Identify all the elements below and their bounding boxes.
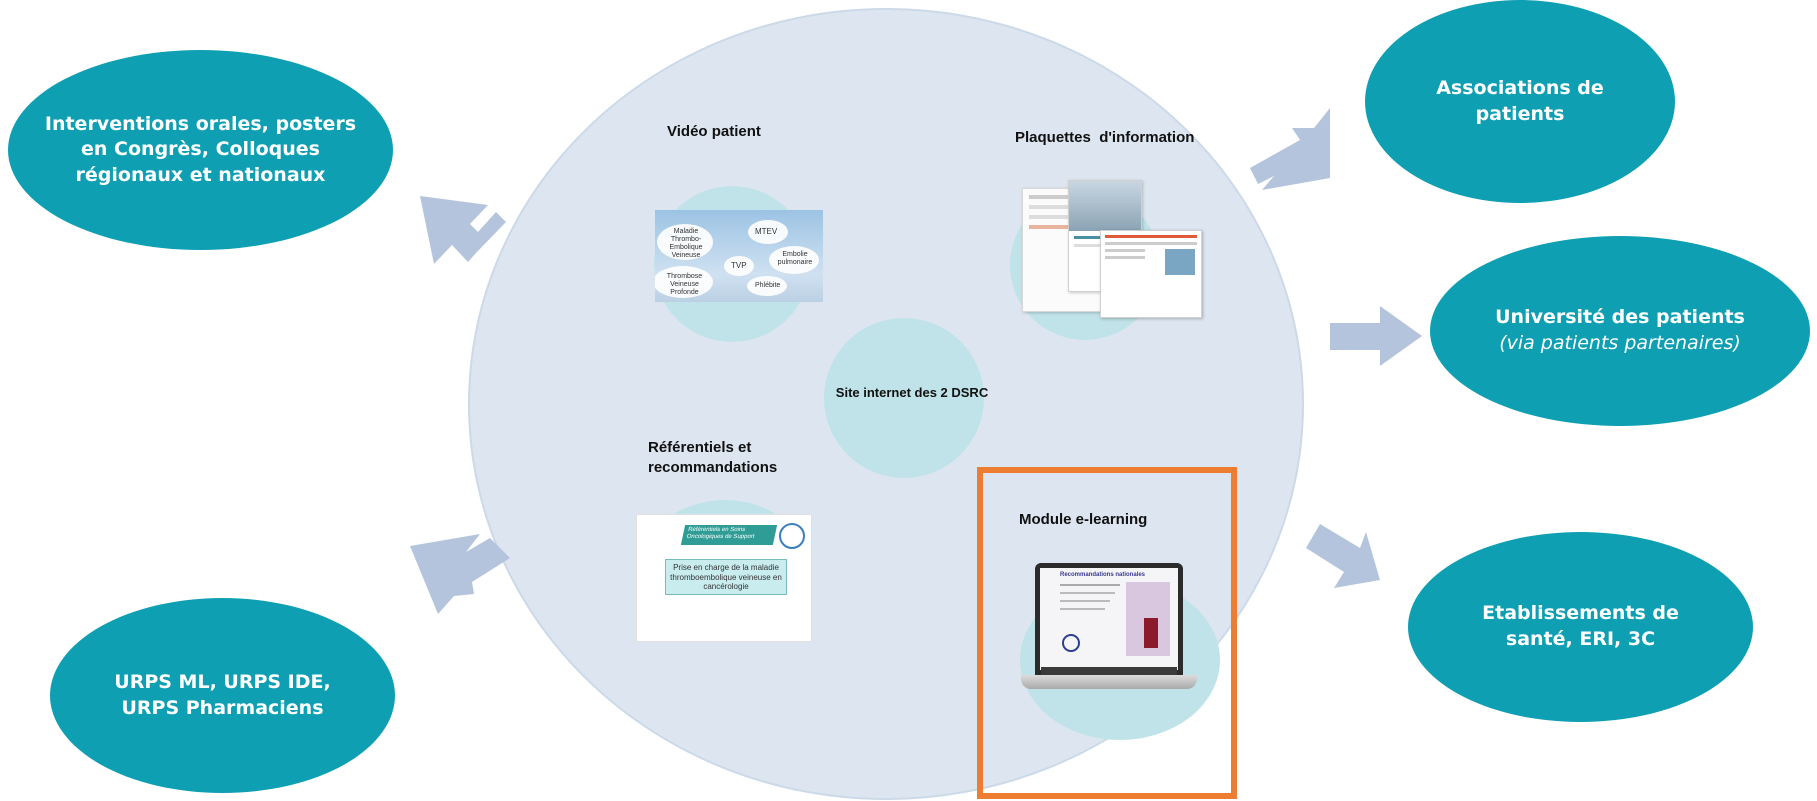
circle-center — [824, 318, 984, 478]
node-universite: Université des patients (via patients pa… — [1430, 236, 1810, 426]
node-etablissements-text: Etablissements de santé, ERI, 3C — [1482, 602, 1679, 650]
arrow-to-etablissements — [1306, 524, 1380, 588]
referentiels-box: Prise en charge de la maladie thromboemb… — [665, 559, 787, 595]
node-etablissements: Etablissements de santé, ERI, 3C — [1408, 532, 1753, 722]
node-urps: URPS ML, URPS IDE, URPS Pharmaciens — [50, 598, 395, 793]
cloud-mtev: MTEV — [755, 227, 778, 236]
label-plaquettes: Plaquettes d'information — [1015, 129, 1195, 146]
referentiels-thumbnail: Référentiels en Soins Oncologiques de Su… — [636, 514, 812, 642]
node-interventions: Interventions orales, posters en Congrès… — [8, 50, 393, 250]
brochure-front — [1100, 230, 1202, 318]
plaquettes-thumbnail — [1008, 180, 1208, 320]
cloud-phlebite: Phlébite — [755, 282, 781, 289]
cloud-thrombose: Thrombose Veineuse Profonde — [666, 273, 703, 297]
node-associations-text: Associations de patients — [1436, 76, 1604, 125]
arrow-to-universite — [1330, 306, 1422, 366]
node-universite-title: Université des patients — [1495, 306, 1745, 329]
label-site-internet: Site internet des 2 DSRC — [835, 385, 989, 400]
referentiels-banner: Référentiels en Soins Oncologiques de Su… — [680, 525, 778, 545]
node-urps-text: URPS ML, URPS IDE, URPS Pharmaciens — [114, 670, 331, 719]
laptop-keyboard — [1041, 667, 1177, 675]
elearning-highlight-box: Module e-learning Recommandations nation… — [977, 467, 1237, 799]
laptop-screen: Recommandations nationales — [1035, 563, 1183, 675]
node-associations: Associations de patients — [1365, 0, 1675, 203]
arrow-to-interventions — [420, 196, 506, 264]
laptop-screen-title: Recommandations nationales — [1060, 572, 1146, 578]
referentiels-box-text: Prise en charge de la maladie thromboemb… — [670, 563, 782, 592]
arrow-to-urps — [410, 534, 510, 614]
referentiels-banner-text: Référentiels en Soins Oncologiques de Su… — [686, 527, 756, 540]
node-interventions-text: Interventions orales, posters en Congrès… — [44, 112, 357, 186]
arrow-to-associations — [1250, 108, 1330, 190]
label-video: Vidéo patient — [667, 123, 761, 140]
label-referentiels: Référentiels et recommandations — [648, 439, 778, 476]
cloud-maladie: Maladie Thrombo-Embolique Veineuse — [669, 228, 703, 260]
video-thumbnail: Maladie Thrombo-Embolique Veineuse MTEV … — [655, 210, 823, 302]
laptop-icon: Recommandations nationales — [1021, 563, 1197, 713]
cloud-embolie: Embolie pulmonaire — [777, 251, 813, 267]
cloud-tvp: TVP — [731, 261, 747, 270]
label-elearning: Module e-learning — [1019, 511, 1148, 528]
laptop-base — [1021, 675, 1197, 689]
cloud-shapes — [655, 220, 819, 298]
node-universite-sub: (via patients partenaires) — [1499, 332, 1741, 354]
referentiels-logo — [779, 523, 805, 549]
